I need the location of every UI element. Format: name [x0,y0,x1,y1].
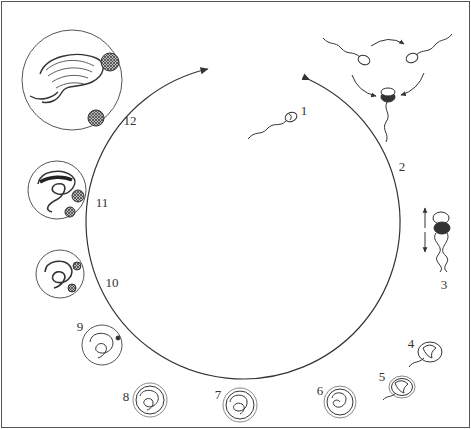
cyst-part [324,386,356,418]
cyst-part [327,389,353,415]
encysting-cell-part [392,379,413,396]
callout-number: 3 [441,278,448,291]
growing-cyst-part [38,171,75,212]
growing-cyst-part [28,161,86,219]
encysting-cell-part [423,345,436,358]
callout-number: 5 [379,370,386,383]
growing-cyst-part [68,284,76,292]
cyst-part [226,391,254,419]
mature-cyst-part [88,110,104,126]
cyst-part [332,393,346,407]
gamete-fusion-part [352,75,376,96]
zygote-fusing-part [425,232,426,252]
callout-number: 1 [301,104,308,117]
zygote-fusing [425,208,450,272]
cyst-part [230,395,247,414]
encysting-cell-part [383,393,396,400]
cyst [133,383,167,417]
cyst-part [82,325,122,365]
gamete-part [289,114,291,120]
growing-cyst-part [40,177,72,182]
cyst-part [116,336,120,340]
callout-number: 7 [215,388,222,401]
encysting-cell-part [418,342,442,362]
cyst-part [136,386,164,414]
gamete-fusion [323,34,452,142]
encysting-cell [383,376,415,400]
zygote-fusing-part [434,222,450,234]
encysting-cell-part [409,358,424,367]
mature-cyst-part [40,55,103,103]
mature-cyst-part [30,92,58,99]
callout-number: 12 [124,114,137,127]
mature-cyst-part [46,60,94,88]
callout-number: 6 [317,384,324,397]
growing-cyst-part [65,207,75,217]
growing-cyst [36,250,84,298]
growing-cyst [28,161,86,219]
cyst-part [140,390,158,410]
gamete-fusion-part [401,73,424,95]
zygote-fusing-part [425,208,426,228]
callout-number: 10 [106,276,119,289]
zygote-fusing-part [443,233,448,272]
cycle-arrow-part [86,69,400,379]
gamete-fusion-part [384,102,388,142]
gamete-fusion-part [416,34,452,55]
callout-number: 2 [399,160,406,173]
cyst-part [90,333,113,358]
mature-cyst [22,30,122,130]
mature-cyst-part [101,53,119,71]
gamete [248,111,298,139]
zygote-fusing-part [435,233,442,272]
growing-cyst-part [45,261,72,288]
cycle-arrow [86,69,400,379]
mature-cyst-part [22,30,122,130]
growing-cyst-part [72,190,84,202]
gamete-fusion-part [323,38,360,57]
gamete-part [248,121,286,139]
callout-number: 11 [96,196,109,209]
gamete-fusion-part [371,39,404,46]
callout-number: 8 [123,390,130,403]
growing-cyst-part [36,250,84,298]
cyst [223,388,257,422]
encysting-cell-part [395,381,408,393]
cyst [324,386,356,418]
callout-number: 9 [77,320,84,333]
callout-number: 4 [408,337,415,350]
cyst [82,325,122,365]
growing-cyst-part [73,262,81,270]
cyst-part [223,388,257,422]
cyst-part [133,383,167,417]
gamete-fusion-part [381,88,395,96]
